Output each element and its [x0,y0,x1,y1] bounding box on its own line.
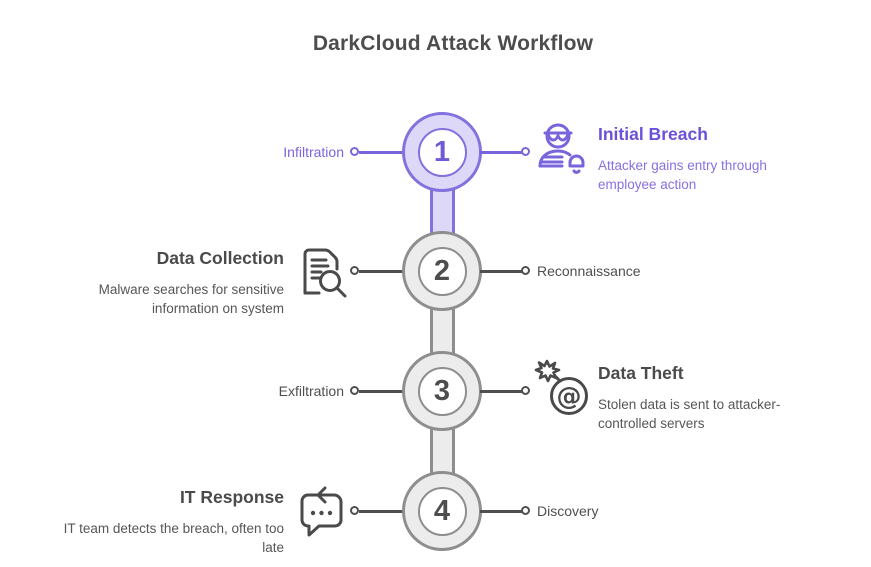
step3-detail: Data Theft Stolen data is sent to attack… [598,362,843,433]
step2-side-label: Reconnaissance [537,263,641,279]
step3-right-line-dot [521,386,530,395]
step2-right-line-dot [521,266,530,275]
step1-detail: Initial Breach Attacker gains entry thro… [598,123,843,194]
step4-node: 4 [402,471,482,551]
step2-description: Malware searches for sensitive informati… [98,282,284,316]
step2-number: 2 [417,246,467,296]
step2-title: Data Collection [156,248,284,268]
step1-number: 1 [417,127,467,177]
step4-right-line-dot [521,506,530,515]
step4-detail: IT Response IT team detects the breach, … [52,486,284,557]
step4-right-line [480,509,523,513]
step3-description: Stolen data is sent to attacker-controll… [598,397,781,431]
svg-text:@: @ [557,382,582,411]
step1-side-label: Infiltration [283,144,344,160]
step3-right-line [480,389,523,393]
step1-description: Attacker gains entry through employee ac… [598,158,767,192]
step4-number: 4 [417,486,467,536]
spy-bell-icon [531,119,591,179]
step3-left-line [359,389,404,393]
step4-title: IT Response [179,487,284,507]
step1-node: 1 [402,112,482,192]
step2-detail: Data Collection Malware searches for sen… [52,247,284,318]
step4-description: IT team detects the breach, often too la… [63,521,284,555]
step2-left-line [359,269,404,273]
step2-right-line [480,269,523,273]
step1-right-line-dot [521,147,530,156]
step4-left-line-dot [350,506,359,515]
step1-right-line [480,150,523,154]
step1-left-line-dot [350,147,359,156]
step1-title: Initial Breach [598,124,708,144]
step2-left-line-dot [350,266,359,275]
step4-side-label: Discovery [537,503,599,519]
chat-reply-icon [292,481,352,541]
document-search-icon [292,241,352,301]
step3-number: 3 [417,366,467,416]
step3-left-line-dot [350,386,359,395]
step2-node: 2 [402,231,482,311]
step3-node: 3 [402,351,482,431]
step3-title: Data Theft [598,363,684,383]
step4-left-line [359,509,404,513]
step3-side-label: Exfiltration [278,383,344,399]
mail-bomb-icon: @ [533,358,593,418]
page-title: DarkCloud Attack Workflow [312,32,594,55]
step1-left-line [359,150,404,154]
